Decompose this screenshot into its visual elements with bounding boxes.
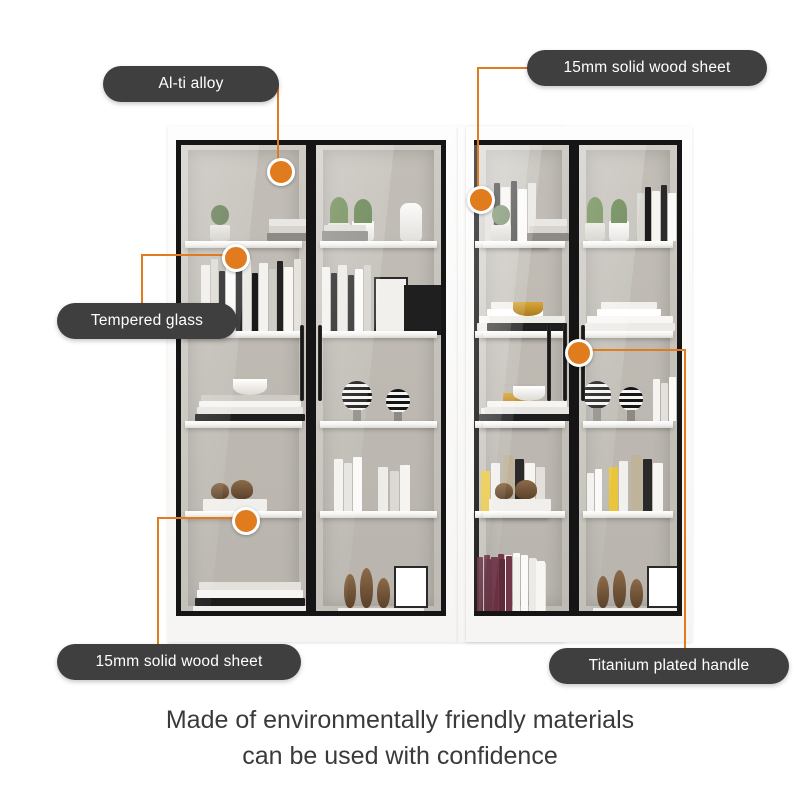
decor-vase	[400, 203, 422, 241]
callout-dot-solid-wood-top[interactable]	[467, 186, 495, 214]
door-5-interior	[579, 145, 677, 611]
callout-dot-tempered-glass[interactable]	[222, 244, 250, 272]
decor-books	[334, 455, 438, 511]
callout-titanium-plated-handle[interactable]: Titanium plated handle	[549, 648, 789, 684]
shelf	[483, 241, 565, 248]
decor-boxes	[527, 207, 569, 241]
caption-line-2: can be used with confidence	[242, 742, 558, 770]
decor-books	[485, 553, 569, 611]
product-photo	[168, 126, 692, 642]
callout-solid-wood-top[interactable]: 15mm solid wood sheet	[527, 50, 767, 86]
decor-stack	[193, 575, 306, 611]
glass-door-5[interactable]	[574, 140, 682, 616]
door-handle[interactable]	[300, 325, 304, 401]
door-handle[interactable]	[563, 325, 567, 401]
shelf	[583, 331, 673, 338]
callout-line-solid-wood-top	[477, 67, 529, 69]
callout-line-tempered-glass	[141, 254, 233, 256]
decor-stack	[487, 291, 569, 331]
decor-spheres	[342, 381, 422, 421]
shelf	[320, 421, 437, 428]
decor-stack	[195, 379, 306, 421]
door-handle[interactable]	[547, 325, 551, 401]
shelf	[320, 511, 437, 518]
cabinet-unit-right	[466, 126, 692, 642]
callout-line-tempered-glass	[141, 254, 143, 306]
decor-books	[637, 185, 677, 241]
callout-solid-wood-bottom[interactable]: 15mm solid wood sheet	[57, 644, 301, 680]
decor-objects	[203, 479, 269, 511]
decor-books	[322, 263, 374, 331]
callout-tempered-glass[interactable]: Tempered glass	[57, 303, 237, 339]
decor-objects	[489, 479, 553, 511]
decor-frame	[404, 285, 441, 335]
shelf	[483, 511, 565, 518]
glass-door-2[interactable]	[311, 140, 446, 616]
decor-plant	[489, 203, 515, 241]
shelf	[583, 241, 673, 248]
shelf	[483, 421, 565, 428]
decor-frame	[374, 277, 408, 335]
decor-stack	[585, 291, 677, 331]
shelf	[185, 421, 302, 428]
door-1-interior	[181, 145, 306, 611]
callout-al-ti-alloy[interactable]: Al-ti alloy	[103, 66, 279, 102]
shelf	[185, 241, 302, 248]
callout-dot-al-ti-alloy[interactable]	[267, 158, 295, 186]
callout-dot-titanium-handle[interactable]	[565, 339, 593, 367]
decor-stack	[483, 381, 569, 421]
callout-line-solid-wood-top	[477, 67, 479, 196]
decor-plant	[207, 203, 233, 241]
shelf	[483, 331, 565, 338]
callout-line-solid-wood-bottom	[157, 517, 245, 519]
shelf	[185, 331, 302, 338]
shelf	[583, 421, 673, 428]
door-2-interior	[316, 145, 441, 611]
cabinet-unit-left	[168, 126, 458, 642]
callout-line-al-ti-alloy	[277, 83, 279, 169]
callout-line-titanium-handle	[580, 349, 686, 351]
door-handle[interactable]	[318, 325, 322, 401]
decor-boxes	[322, 219, 370, 241]
shelf	[320, 241, 437, 248]
callout-dot-solid-wood-bottom[interactable]	[232, 507, 260, 535]
glass-door-4[interactable]	[474, 140, 574, 616]
shelf	[320, 331, 437, 338]
decor-books	[587, 453, 677, 511]
callout-line-titanium-handle	[684, 349, 686, 651]
glass-door-1[interactable]	[176, 140, 311, 616]
decor-spheres	[583, 377, 677, 421]
decor-boxes	[267, 207, 306, 241]
callout-line-solid-wood-bottom	[157, 517, 159, 647]
caption-line-1: Made of environmentally friendly materia…	[165, 706, 635, 734]
decor-objects	[338, 565, 430, 611]
decor-books	[201, 257, 306, 331]
decor-plant	[583, 197, 633, 241]
caption: Made of environmentally friendly materia…	[0, 702, 800, 774]
decor-objects	[593, 565, 677, 611]
shelf	[583, 511, 673, 518]
